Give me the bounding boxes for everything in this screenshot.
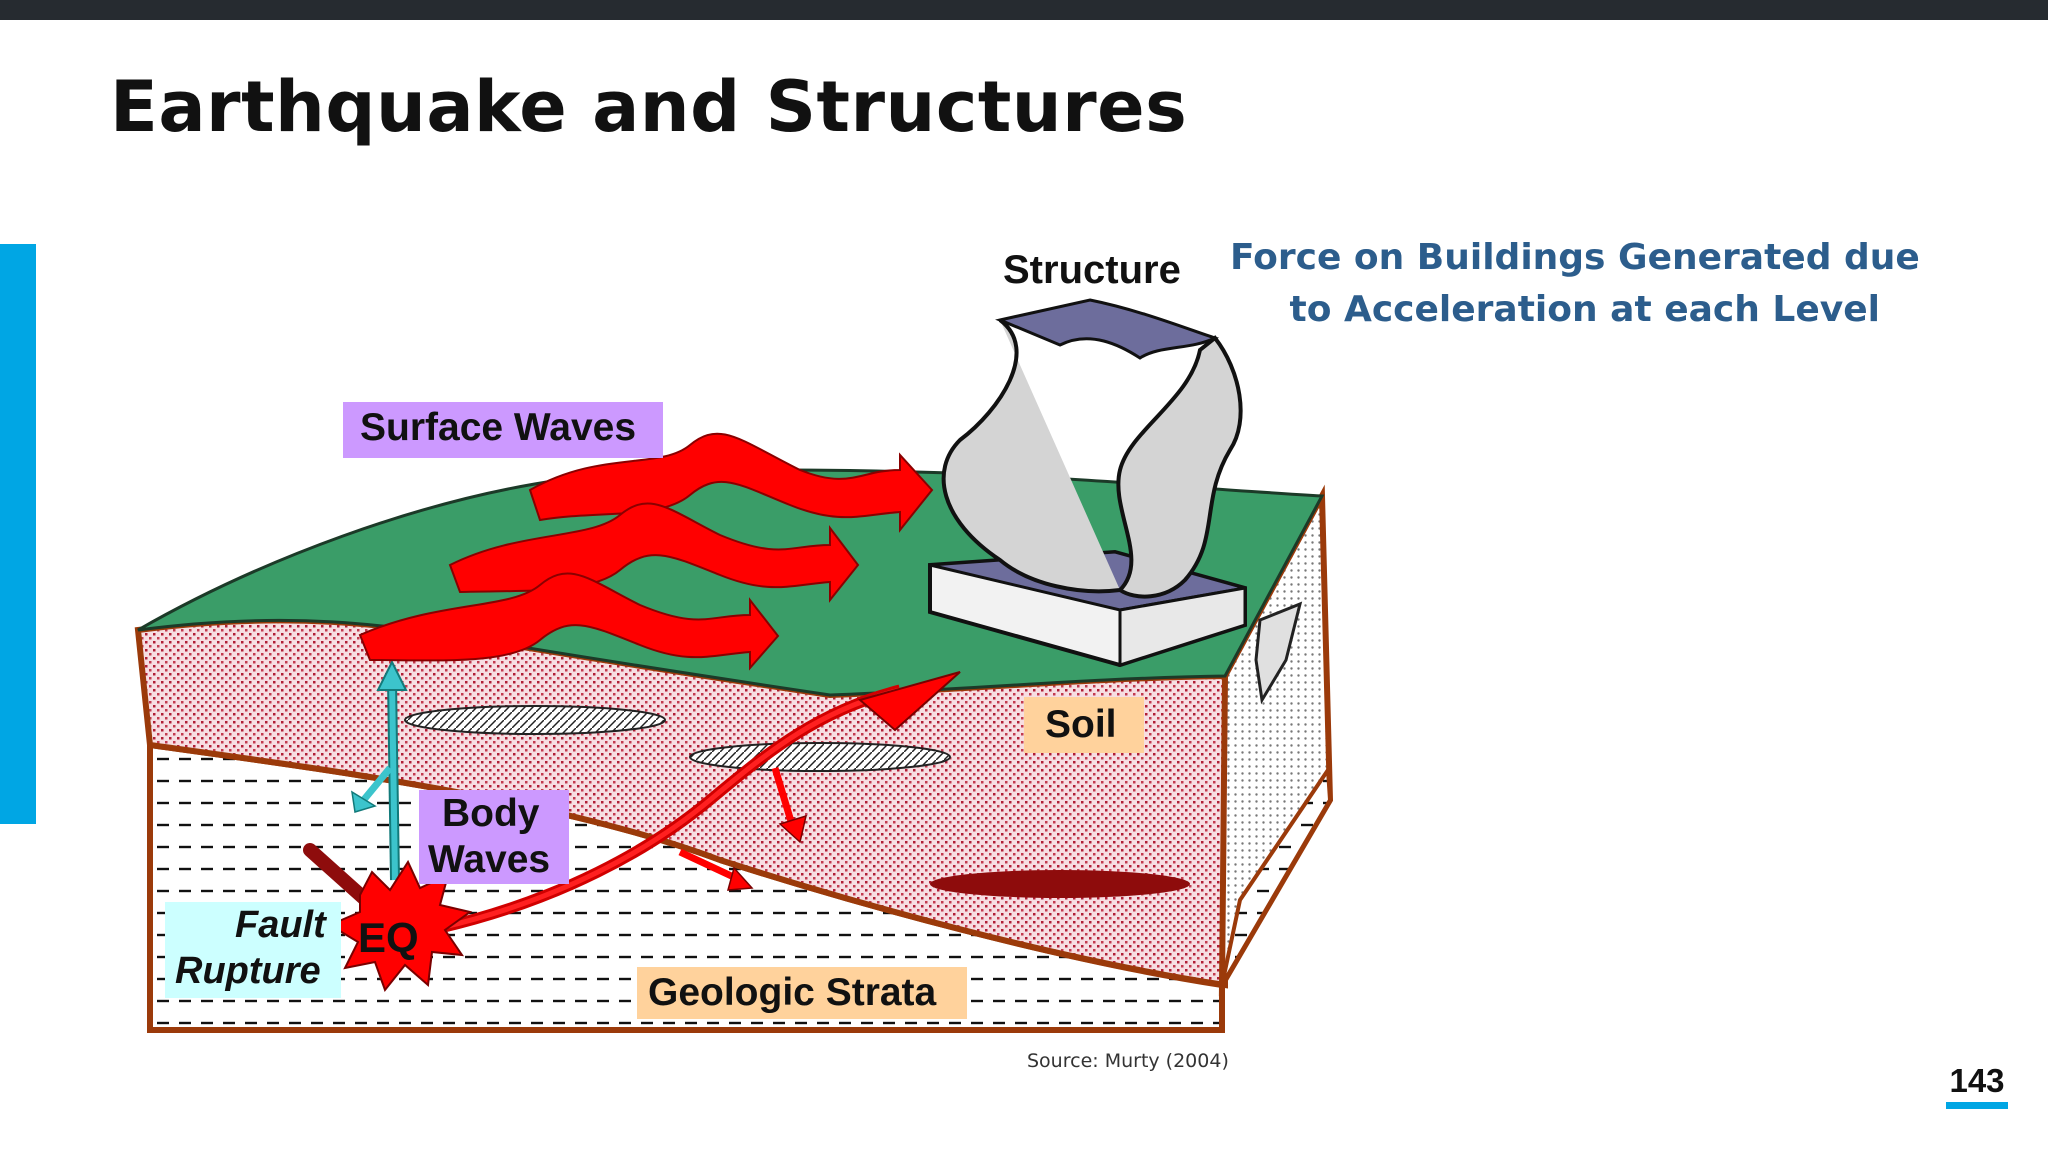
- body-waves-label-bg: [419, 790, 569, 884]
- body-wave-branch: [771, 766, 797, 830]
- side-note: Force on Buildings Generated due to Acce…: [1230, 232, 1920, 336]
- source-caption: Source: Murty (2004): [1027, 1050, 1229, 1072]
- page-number: 143: [1946, 1062, 2008, 1109]
- structure-label: Structure: [1003, 248, 1181, 292]
- body-waves-label-line1: Body: [442, 792, 540, 835]
- structure-building: [928, 298, 1247, 668]
- slide-title: Earthquake and Structures: [110, 66, 1188, 148]
- side-note-line2: to Acceleration at each Level: [1289, 289, 1880, 330]
- oblique-wave-arrow: [359, 765, 393, 805]
- soil-label-bg: [1024, 697, 1144, 753]
- fault-label-line2: Rupture: [175, 950, 321, 992]
- geologic-strata-label-bg: [637, 967, 967, 1019]
- surface-waves-label: Surface Waves: [360, 406, 636, 449]
- fault-label-bg: [165, 902, 341, 998]
- surface-wave-arrow: [448, 502, 860, 603]
- vertical-wave-arrow-fill: [389, 679, 398, 881]
- vertical-wave-arrowhead: [376, 659, 408, 691]
- body-wave-ray-fill: [439, 687, 901, 931]
- side-note-line1: Force on Buildings Generated due: [1230, 237, 1920, 278]
- soil-label: Soil: [1045, 703, 1117, 746]
- top-bar: [0, 0, 2048, 20]
- oblique-wave-arrowhead: [351, 790, 377, 813]
- body-wave-branch: [678, 848, 742, 884]
- accent-bar: [0, 244, 36, 824]
- surface-waves-label-bg: [343, 402, 663, 458]
- surface-wave-arrow: [528, 432, 934, 533]
- eq-label: EQ: [358, 914, 419, 961]
- side-marker: [1254, 601, 1303, 705]
- body-wave-branch-head: [726, 866, 754, 891]
- body-wave-arrowhead: [857, 671, 961, 732]
- fault-label-line1: Fault: [235, 904, 327, 946]
- soil-lens: [404, 705, 666, 735]
- soil-lens: [689, 742, 951, 772]
- geologic-strata-label: Geologic Strata: [648, 971, 937, 1014]
- eq-burst: [327, 859, 473, 993]
- body-waves-label-line2: Waves: [428, 838, 550, 881]
- dark-lens: [930, 870, 1190, 898]
- surface-wave-arrow: [358, 572, 780, 671]
- body-wave-branch-head: [778, 814, 808, 844]
- side-strata: [1220, 764, 1333, 987]
